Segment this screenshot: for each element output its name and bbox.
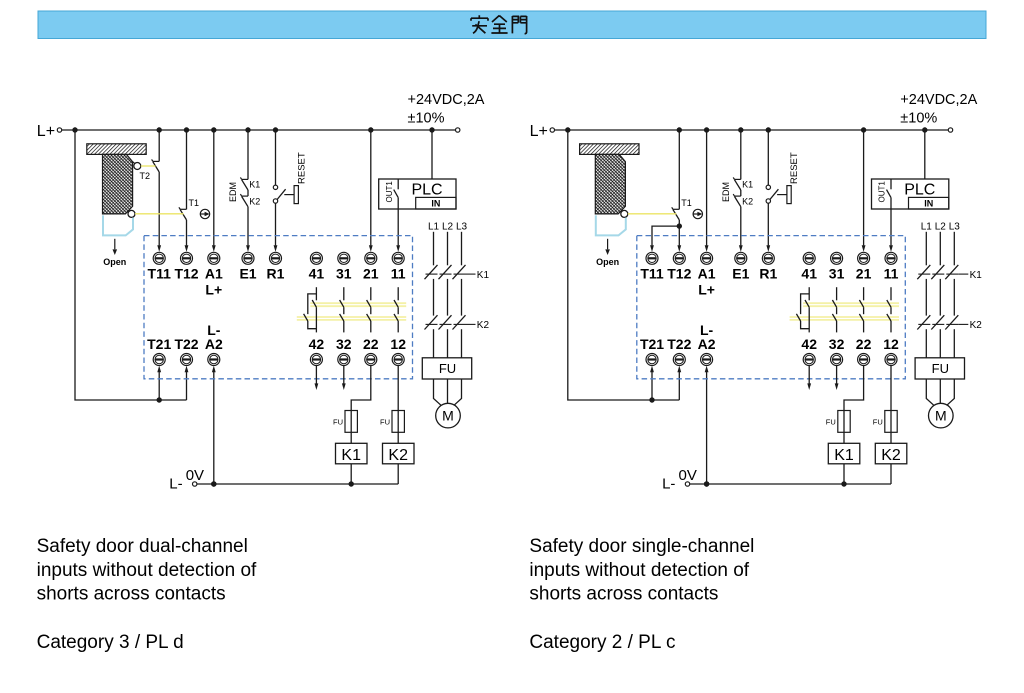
svg-text:M: M: [935, 408, 947, 424]
svg-text:FU: FU: [932, 361, 949, 376]
svg-text:12: 12: [390, 336, 406, 352]
svg-text:A2: A2: [205, 336, 223, 352]
svg-text:L+: L+: [205, 282, 222, 298]
svg-text:11: 11: [884, 265, 899, 281]
svg-text:shorts across contacts: shorts across contacts: [529, 584, 718, 605]
svg-text:32: 32: [829, 336, 845, 352]
svg-text:L-: L-: [700, 322, 714, 338]
svg-text:IN: IN: [431, 198, 440, 208]
svg-text:OUT1: OUT1: [385, 181, 394, 203]
svg-text:T22: T22: [174, 336, 198, 352]
svg-text:RESET: RESET: [789, 152, 800, 184]
svg-text:FU: FU: [873, 417, 883, 426]
svg-text:22: 22: [363, 336, 379, 352]
svg-text:K2: K2: [249, 196, 260, 206]
svg-text:+24VDC,2A: +24VDC,2A: [900, 92, 977, 108]
svg-text:L1: L1: [428, 222, 440, 233]
svg-text:K1: K1: [477, 270, 490, 281]
svg-text:L-: L-: [169, 475, 182, 492]
svg-text:Category 2 / PL c: Category 2 / PL c: [529, 632, 675, 653]
svg-text:FU: FU: [333, 417, 343, 426]
svg-text:T12: T12: [174, 265, 198, 281]
svg-text:IN: IN: [924, 198, 933, 208]
svg-text:Category 3 / PL d: Category 3 / PL d: [37, 632, 184, 653]
svg-text:Safety door dual-channel: Safety door dual-channel: [37, 536, 248, 557]
svg-text:21: 21: [856, 265, 872, 281]
svg-text:OUT1: OUT1: [878, 181, 887, 203]
svg-text:M: M: [442, 408, 454, 424]
svg-text:T11: T11: [640, 265, 664, 281]
svg-text:21: 21: [363, 265, 379, 281]
svg-text:K2: K2: [881, 447, 901, 464]
svg-text:22: 22: [856, 336, 872, 352]
svg-text:A1: A1: [698, 265, 716, 281]
svg-text:K2: K2: [388, 447, 408, 464]
svg-text:L+: L+: [530, 123, 548, 140]
svg-text:L3: L3: [949, 222, 961, 233]
svg-text:±10%: ±10%: [900, 111, 937, 127]
svg-text:PLC: PLC: [411, 181, 442, 198]
svg-text:42: 42: [801, 336, 817, 352]
svg-text:E1: E1: [239, 265, 256, 281]
svg-text:A1: A1: [205, 265, 223, 281]
svg-text:RESET: RESET: [296, 152, 307, 184]
svg-text:FU: FU: [439, 361, 456, 376]
svg-text:T1: T1: [681, 198, 692, 208]
svg-text:0V: 0V: [186, 467, 204, 484]
svg-text:T21: T21: [640, 336, 664, 352]
svg-text:T22: T22: [667, 336, 691, 352]
svg-text:L-: L-: [207, 322, 221, 338]
svg-text:K2: K2: [477, 320, 490, 331]
svg-text:31: 31: [336, 265, 352, 281]
svg-text:11: 11: [391, 265, 406, 281]
svg-text:L1: L1: [921, 222, 933, 233]
svg-text:K1: K1: [249, 180, 260, 190]
svg-text:K1: K1: [341, 447, 361, 464]
svg-text:K1: K1: [834, 447, 854, 464]
svg-text:K2: K2: [970, 320, 983, 331]
svg-text:T12: T12: [667, 265, 691, 281]
svg-text:R1: R1: [759, 265, 777, 281]
svg-text:A2: A2: [698, 336, 716, 352]
svg-text:K1: K1: [970, 270, 983, 281]
svg-text:PLC: PLC: [904, 181, 935, 198]
svg-text:±10%: ±10%: [408, 111, 445, 127]
svg-text:L+: L+: [37, 123, 55, 140]
svg-text:L+: L+: [698, 282, 715, 298]
svg-text:R1: R1: [267, 265, 285, 281]
svg-text:shorts across contacts: shorts across contacts: [37, 584, 226, 605]
svg-text:K2: K2: [742, 196, 753, 206]
svg-text:inputs without detection of: inputs without detection of: [37, 560, 257, 581]
svg-text:L2: L2: [442, 222, 454, 233]
svg-text:Safety door single-channel: Safety door single-channel: [529, 536, 754, 557]
svg-text:32: 32: [336, 336, 352, 352]
svg-text:T1: T1: [189, 198, 200, 208]
svg-text:Open: Open: [103, 257, 126, 267]
svg-text:41: 41: [801, 265, 817, 281]
svg-text:EDM: EDM: [228, 182, 238, 202]
svg-text:+24VDC,2A: +24VDC,2A: [408, 92, 485, 108]
svg-text:L-: L-: [662, 475, 675, 492]
svg-text:T21: T21: [147, 336, 171, 352]
svg-text:K1: K1: [742, 180, 753, 190]
svg-text:0V: 0V: [679, 467, 697, 484]
svg-text:31: 31: [829, 265, 845, 281]
svg-text:EDM: EDM: [721, 182, 731, 202]
svg-text:Open: Open: [596, 257, 619, 267]
svg-text:L3: L3: [456, 222, 468, 233]
svg-text:L2: L2: [935, 222, 947, 233]
svg-text:inputs without detection of: inputs without detection of: [529, 560, 749, 581]
svg-text:FU: FU: [380, 417, 390, 426]
svg-text:T11: T11: [148, 265, 172, 281]
svg-text:FU: FU: [826, 417, 836, 426]
svg-text:12: 12: [883, 336, 899, 352]
svg-text:42: 42: [309, 336, 325, 352]
svg-text:41: 41: [309, 265, 325, 281]
svg-text:T2: T2: [140, 171, 151, 181]
svg-text:E1: E1: [732, 265, 749, 281]
